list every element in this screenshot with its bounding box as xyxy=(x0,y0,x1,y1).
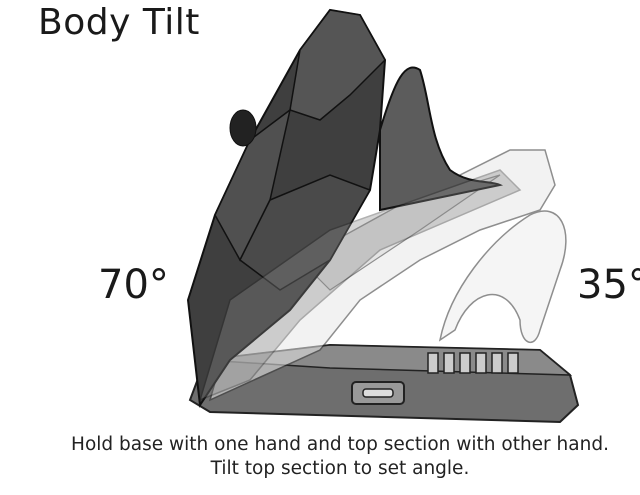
mouse-body-70-degrees xyxy=(186,8,504,408)
instruction-line-1: Hold base with one hand and top section … xyxy=(71,434,609,455)
page-title: Body Tilt xyxy=(38,2,200,43)
instruction-line-2: Tilt top section to set angle. xyxy=(210,458,470,479)
mouse-body-35-degrees xyxy=(208,149,567,402)
angle-label-70: 70° xyxy=(98,262,169,308)
angle-label-35: 35° xyxy=(577,262,640,308)
mouse-shell-overlay xyxy=(198,169,522,402)
